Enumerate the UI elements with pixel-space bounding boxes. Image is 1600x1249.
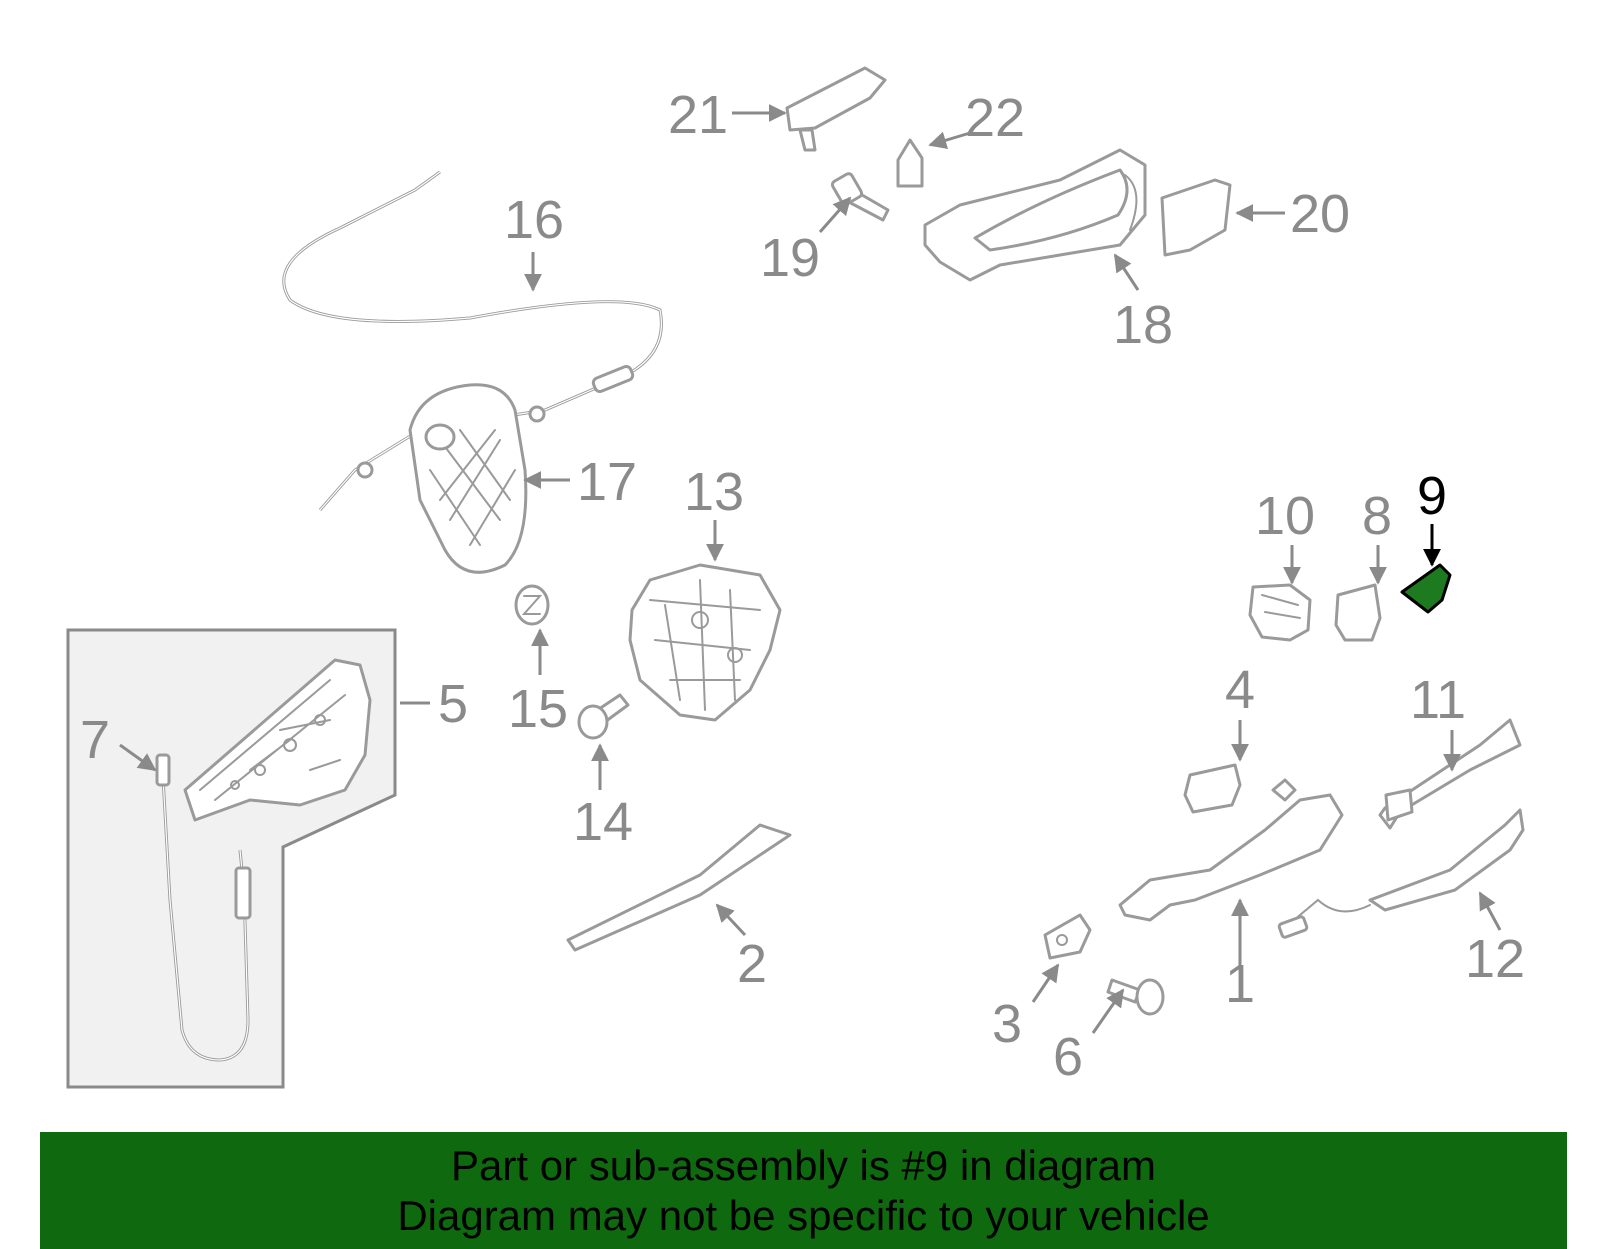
part-8-cap[interactable] — [1334, 583, 1382, 642]
callout-20[interactable]: 20 — [1290, 184, 1350, 244]
callout-18[interactable]: 18 — [1113, 295, 1173, 355]
part-4-gasket[interactable] — [1183, 763, 1242, 814]
callout-21[interactable]: 21 — [668, 85, 728, 145]
part-11-handle-cover[interactable] — [1378, 718, 1522, 830]
part-1-outer-handle[interactable] — [1118, 778, 1344, 922]
part-7-cable[interactable] — [155, 753, 252, 1062]
part-10-bracket[interactable] — [1248, 583, 1312, 642]
callout-12[interactable]: 12 — [1465, 929, 1525, 989]
callout-13[interactable]: 13 — [684, 462, 744, 522]
part-20-bezel[interactable] — [1160, 178, 1232, 257]
callout-16[interactable]: 16 — [504, 190, 564, 250]
part-15-cap[interactable] — [514, 584, 550, 626]
part-21-escutcheon[interactable] — [785, 66, 887, 152]
callout-6[interactable]: 6 — [1053, 1027, 1083, 1087]
callout-14[interactable]: 14 — [573, 792, 633, 852]
part-19-screw[interactable] — [830, 172, 890, 222]
part-13-door-latch[interactable] — [628, 563, 782, 722]
callout-17[interactable]: 17 — [577, 452, 637, 512]
callout-8[interactable]: 8 — [1362, 486, 1392, 546]
callout-labels: 1 2 3 4 5 6 7 8 9 10 11 12 13 14 15 16 1… — [80, 85, 1525, 1087]
part-12-handle[interactable] — [1277, 808, 1525, 939]
part-17-housing[interactable] — [408, 383, 528, 574]
callout-4[interactable]: 4 — [1225, 660, 1255, 720]
callout-7[interactable]: 7 — [80, 710, 110, 770]
part-22-clip[interactable] — [896, 138, 924, 188]
callout-11[interactable]: 11 — [1410, 670, 1466, 730]
info-banner: Part or sub-assembly is #9 in diagram Di… — [40, 1132, 1567, 1249]
callout-2[interactable]: 2 — [737, 934, 767, 994]
part-16-cable[interactable] — [282, 170, 663, 511]
part-2-trim-strip[interactable] — [566, 823, 792, 952]
callout-19[interactable]: 19 — [760, 228, 820, 288]
part-14-bolt[interactable] — [577, 693, 630, 740]
part-3-plate[interactable] — [1043, 913, 1092, 960]
callout-22[interactable]: 22 — [965, 88, 1025, 148]
part-18-inner-handle[interactable] — [923, 148, 1147, 282]
callout-10[interactable]: 10 — [1255, 486, 1315, 546]
banner-line-1: Part or sub-assembly is #9 in diagram — [451, 1142, 1156, 1189]
callout-9[interactable]: 9 — [1417, 466, 1447, 526]
part-6-bolt[interactable] — [1106, 978, 1165, 1016]
banner-line-2: Diagram may not be specific to your vehi… — [397, 1192, 1210, 1239]
callout-3[interactable]: 3 — [992, 994, 1022, 1054]
leader-lines — [119, 104, 1502, 1034]
parts-diagram: 1 2 3 4 5 6 7 8 9 10 11 12 13 14 15 16 1… — [66, 66, 1525, 1089]
part-9-cap[interactable] — [1400, 563, 1452, 614]
part-5-lock-module[interactable] — [183, 658, 372, 822]
callout-5[interactable]: 5 — [438, 674, 468, 734]
callout-15[interactable]: 15 — [508, 679, 568, 739]
callout-1[interactable]: 1 — [1225, 954, 1255, 1014]
